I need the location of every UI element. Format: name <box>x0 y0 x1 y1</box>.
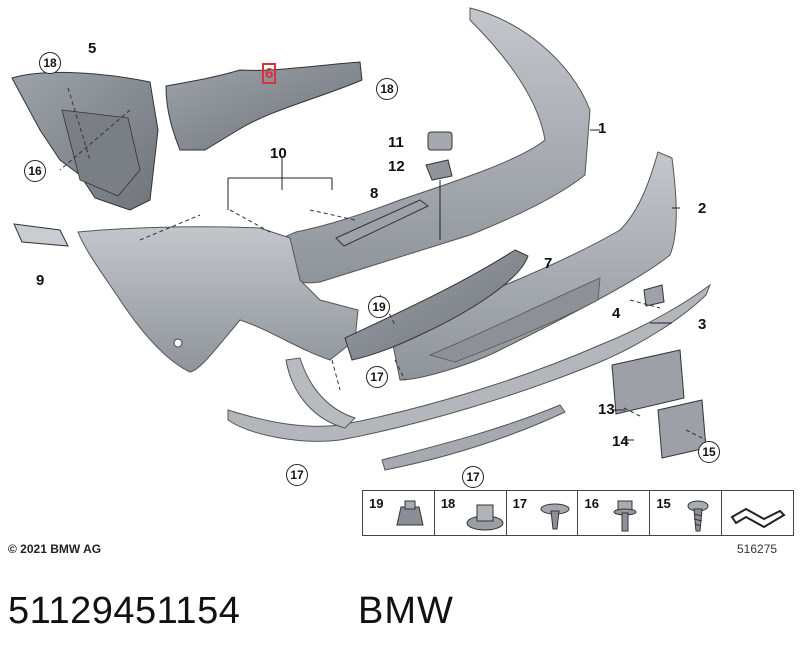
sensor-hole <box>173 338 183 348</box>
part-number: 51129451154 <box>8 590 241 632</box>
hex-bolt-icon <box>613 500 637 532</box>
copyright: © 2021 BMW AG <box>8 542 102 556</box>
callout-11: 11 <box>388 134 404 151</box>
bumper-lower-recess <box>428 277 601 363</box>
callout-9: 9 <box>36 272 45 289</box>
plate-13 <box>611 349 685 415</box>
legend-number: 16 <box>584 496 599 511</box>
callout-10: 10 <box>270 145 287 162</box>
callout-15: 15 <box>698 441 720 463</box>
flange-nut-icon <box>466 504 504 531</box>
bracket-left-inner <box>61 109 141 197</box>
callout-17-a: 17 <box>366 366 388 388</box>
diffuser-tip <box>381 404 566 471</box>
callout-13: 13 <box>598 401 615 418</box>
clip-nut-icon <box>396 500 424 526</box>
callout-8: 8 <box>370 185 379 202</box>
push-rivet-icon <box>540 503 570 530</box>
bumper-exploded-view <box>11 7 712 471</box>
callout-leaders <box>227 129 680 441</box>
callout-1: 1 <box>598 120 607 137</box>
legend-cell-19: 19 <box>363 491 435 535</box>
callout-16: 16 <box>24 160 46 182</box>
bumper-lower-section <box>389 151 677 381</box>
brand-name: BMW <box>358 590 454 632</box>
bumper-cover-upper <box>281 7 591 284</box>
sensor-holder-12 <box>425 159 453 181</box>
screw-icon <box>687 500 709 532</box>
callout-17-c: 17 <box>462 466 484 488</box>
adhesive-tape-icon <box>730 507 786 529</box>
legend-cell-17: 17 <box>507 491 579 535</box>
legend-cell-adhesive <box>722 491 793 535</box>
callout-18-b: 18 <box>376 78 398 100</box>
callout-4: 4 <box>612 305 621 322</box>
clip-4 <box>643 284 665 307</box>
bracket-6 <box>165 61 363 151</box>
legend-number: 15 <box>656 496 671 511</box>
callout-6: 6 <box>261 63 277 84</box>
reflector-frame-9 <box>13 223 69 247</box>
legend-cell-16: 16 <box>578 491 651 535</box>
drawing-number: 516275 <box>737 542 778 556</box>
lower-trim-left <box>285 357 356 429</box>
diffuser-strip <box>227 283 712 442</box>
bumper-cover-side <box>77 226 359 373</box>
legend-number: 17 <box>512 496 528 511</box>
sensor-11 <box>427 131 453 151</box>
fastener-legend: 19 18 17 16 <box>362 490 794 536</box>
bumper-carrier <box>344 249 529 361</box>
callout-18-a: 18 <box>39 52 61 74</box>
callout-17-b: 17 <box>286 464 308 486</box>
legend-cell-15: 15 <box>650 491 723 535</box>
callout-7: 7 <box>544 255 553 272</box>
callout-2: 2 <box>698 200 707 217</box>
callout-14: 14 <box>612 433 629 450</box>
callout-12: 12 <box>388 158 405 175</box>
callout-5: 5 <box>88 40 97 57</box>
strip-8 <box>335 199 429 247</box>
callout-3: 3 <box>698 316 707 333</box>
legend-number: 18 <box>440 496 456 511</box>
legend-cell-18: 18 <box>435 491 507 535</box>
legend-number: 19 <box>369 496 384 511</box>
callout-19: 19 <box>368 296 390 318</box>
